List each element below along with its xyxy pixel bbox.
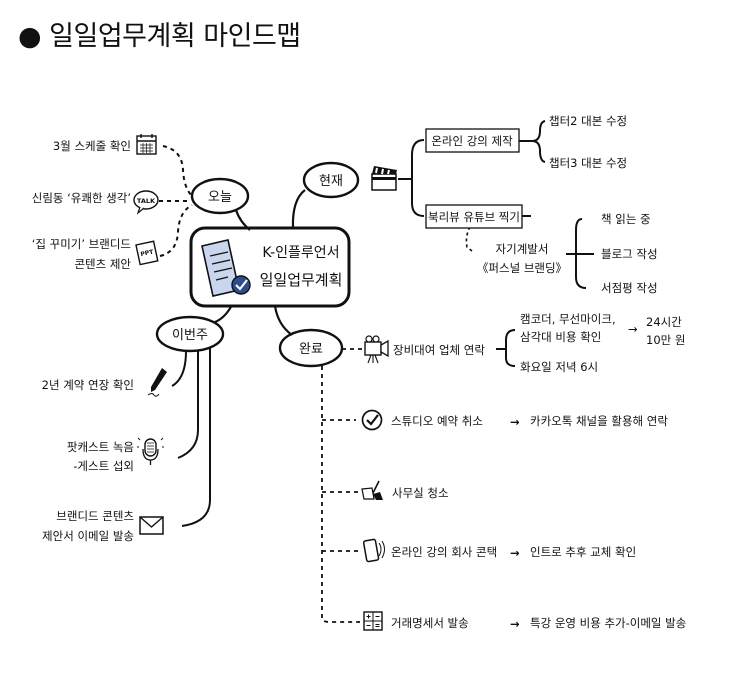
branch-connectors (214, 189, 306, 336)
calculator-icon (363, 611, 383, 631)
week-item-2-line2: -게스트 섭외 (73, 459, 134, 473)
camera-icon (364, 335, 389, 364)
broom-icon (361, 480, 383, 500)
done-item-1-connectors (496, 329, 516, 367)
done-item-1-label: 장비대여 업체 연락 (393, 343, 485, 357)
branch-week: 이번주 (155, 315, 225, 353)
branch-week-label: 이번주 (172, 328, 208, 343)
week-item-3-line2: 제안서 이메일 발송 (42, 529, 134, 543)
current-group-2-child-3: 서점평 작성 (601, 281, 658, 295)
today-item-1: 3월 스케줄 확인 (53, 139, 131, 153)
done-item-5-arrow: → (510, 617, 520, 631)
week-item-2-line1: 팟캐스트 녹음 (67, 440, 134, 454)
done-item-4-arrow: → (510, 546, 520, 560)
done-item-1-sub-1-line2: 삼각대 비용 확인 (520, 330, 601, 344)
document-check-icon (201, 239, 251, 297)
branch-done-label: 완료 (299, 342, 323, 357)
week-connectors (171, 348, 211, 527)
current-group-2-child-1: 책 읽는 중 (601, 212, 651, 226)
microphone-icon (137, 437, 164, 465)
current-group-1-label: 온라인 강의 제작 (431, 134, 513, 148)
check-circle-icon (361, 409, 383, 431)
current-group-2: 북리뷰 유튜브 찍기 (425, 204, 523, 229)
phone-icon (362, 538, 385, 563)
done-item-4-label: 온라인 강의 회사 콘택 (391, 545, 497, 559)
branch-current-label: 현재 (319, 174, 343, 189)
ppt-document-icon: PPT (135, 240, 159, 266)
week-item-3-line1: 브랜디드 콘텐츠 (56, 509, 134, 523)
current-group-1-child-1: 챕터2 대본 수정 (549, 114, 627, 128)
today-connectors (159, 145, 193, 257)
current-sub-line2: 《퍼스널 브랜딩》 (477, 261, 567, 275)
svg-text:TALK: TALK (137, 197, 156, 205)
done-item-1-sub-1-line1: 캠코더, 무선마이크, (520, 312, 616, 326)
current-group-2-label: 북리뷰 유튜브 찍기 (428, 210, 520, 224)
done-item-1-sub-2: 화요일 저녁 6시 (520, 360, 598, 374)
done-item-5-result: 특강 운영 비용 추가-이메일 발송 (530, 616, 686, 630)
center-title-line2: 일일업무계획 (260, 271, 343, 289)
current-connectors (398, 120, 594, 289)
week-item-1: 2년 계약 연장 확인 (42, 378, 134, 392)
clapperboard-icon (371, 166, 397, 191)
page-title: ● 일일업무계획 마인드맵 (18, 21, 301, 52)
done-item-1-result-line2: 10만 원 (646, 333, 685, 347)
current-sub-line1: 자기계발서 (496, 242, 549, 256)
branch-current: 현재 (302, 161, 360, 199)
envelope-icon (139, 516, 164, 535)
current-group-1-child-2: 챕터3 대본 수정 (549, 156, 627, 170)
done-item-5-label: 거래명세서 발송 (391, 616, 469, 630)
branch-today: 오늘 (190, 177, 250, 215)
current-group-2-child-2: 블로그 작성 (601, 247, 658, 261)
current-group-1: 온라인 강의 제작 (425, 128, 520, 153)
done-connectors (321, 348, 362, 623)
done-item-2-result: 카카오톡 채널을 활용해 연락 (530, 414, 668, 428)
svg-text:PPT: PPT (140, 248, 155, 258)
talk-bubble-icon: TALK (133, 190, 159, 215)
center-title-line1: K-인플루언서 (262, 245, 339, 261)
done-item-2-arrow: → (510, 415, 520, 429)
done-item-3-label: 사무실 청소 (392, 486, 449, 500)
done-item-1-result-line1: 24시간 (646, 315, 682, 329)
today-item-2: 신림동 ‘유쾌한 생각’ (32, 191, 131, 205)
current-dashed-connectors (465, 226, 473, 252)
done-item-4-result: 인트로 추후 교체 확인 (530, 545, 636, 559)
today-item-3-line1: ‘집 꾸미기’ 브랜디드 (32, 237, 131, 251)
center-node: K-인플루언서 일일업무계획 (189, 226, 351, 308)
calendar-icon (136, 134, 157, 155)
today-item-3-line2: 콘텐츠 제안 (74, 257, 131, 271)
branch-done: 완료 (278, 328, 344, 368)
branch-today-label: 오늘 (208, 190, 232, 205)
done-item-2-label: 스튜디오 예약 취소 (391, 414, 483, 428)
pen-icon (147, 368, 167, 397)
done-item-1-arrow: → (628, 322, 638, 336)
